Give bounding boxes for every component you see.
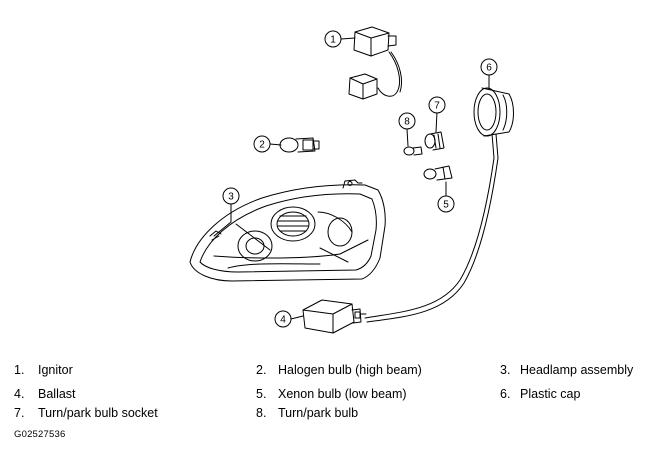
ignitor xyxy=(348,26,403,100)
legend-number: 4. xyxy=(14,387,25,401)
callout-number: 4 xyxy=(280,315,286,326)
callout-5: 5 xyxy=(437,195,455,213)
legend-number: 7. xyxy=(14,406,25,420)
legend-item-1: 1. Ignitor xyxy=(14,363,73,377)
callout-1: 1 xyxy=(324,30,342,48)
legend-label: Xenon bulb (low beam) xyxy=(278,387,407,401)
plastic-cap xyxy=(364,87,514,323)
callout-number: 7 xyxy=(434,101,440,112)
turn-park-bulb xyxy=(403,146,423,156)
legend-label: Plastic cap xyxy=(520,387,581,401)
legend-label: Turn/park bulb xyxy=(278,406,359,420)
callout-2: 2 xyxy=(253,135,271,153)
callout-number: 1 xyxy=(330,35,336,46)
legend-label: Headlamp assembly xyxy=(520,363,634,377)
legend-label: Ignitor xyxy=(38,363,73,377)
xenon-bulb xyxy=(423,165,453,181)
headlamp-exploded-diagram: 1 2 3 4 5 6 7 8 xyxy=(189,26,514,334)
callout-number: 2 xyxy=(259,140,265,151)
legend-label: Turn/park bulb socket xyxy=(38,406,158,420)
legend-number: 2. xyxy=(256,363,267,377)
leader-lines xyxy=(213,37,490,320)
legend-label: Halogen bulb (high beam) xyxy=(278,363,422,377)
legend-item-7: 7. Turn/park bulb socket xyxy=(14,406,158,420)
callout-number: 8 xyxy=(404,117,410,128)
legend-item-6: 6. Plastic cap xyxy=(500,387,580,401)
callout-3: 3 xyxy=(222,187,240,205)
legend-item-2: 2. Halogen bulb (high beam) xyxy=(256,363,422,377)
turn-park-bulb-socket xyxy=(424,131,445,151)
legend-item-3: 3. Headlamp assembly xyxy=(500,363,633,377)
ballast xyxy=(302,299,367,334)
legend-number: 1. xyxy=(14,363,25,377)
callout-number: 3 xyxy=(228,192,234,203)
legend-item-8: 8. Turn/park bulb xyxy=(256,406,358,420)
callout-6: 6 xyxy=(480,58,498,76)
halogen-bulb xyxy=(279,137,320,153)
legend-number: 8. xyxy=(256,406,267,420)
legend-number: 6. xyxy=(500,387,511,401)
figure-code: G02527536 xyxy=(14,429,66,440)
legend-item-4: 4. Ballast xyxy=(14,387,76,401)
callout-number: 6 xyxy=(486,63,492,74)
legend-item-5: 5. Xenon bulb (low beam) xyxy=(256,387,407,401)
callout-8: 8 xyxy=(398,112,416,130)
headlamp-assembly xyxy=(189,179,386,282)
legend-label: Ballast xyxy=(38,387,76,401)
callout-number: 5 xyxy=(443,200,449,211)
legend-number: 5. xyxy=(256,387,267,401)
legend-number: 3. xyxy=(500,363,511,377)
callout-7: 7 xyxy=(428,96,446,114)
callout-4: 4 xyxy=(274,310,292,328)
